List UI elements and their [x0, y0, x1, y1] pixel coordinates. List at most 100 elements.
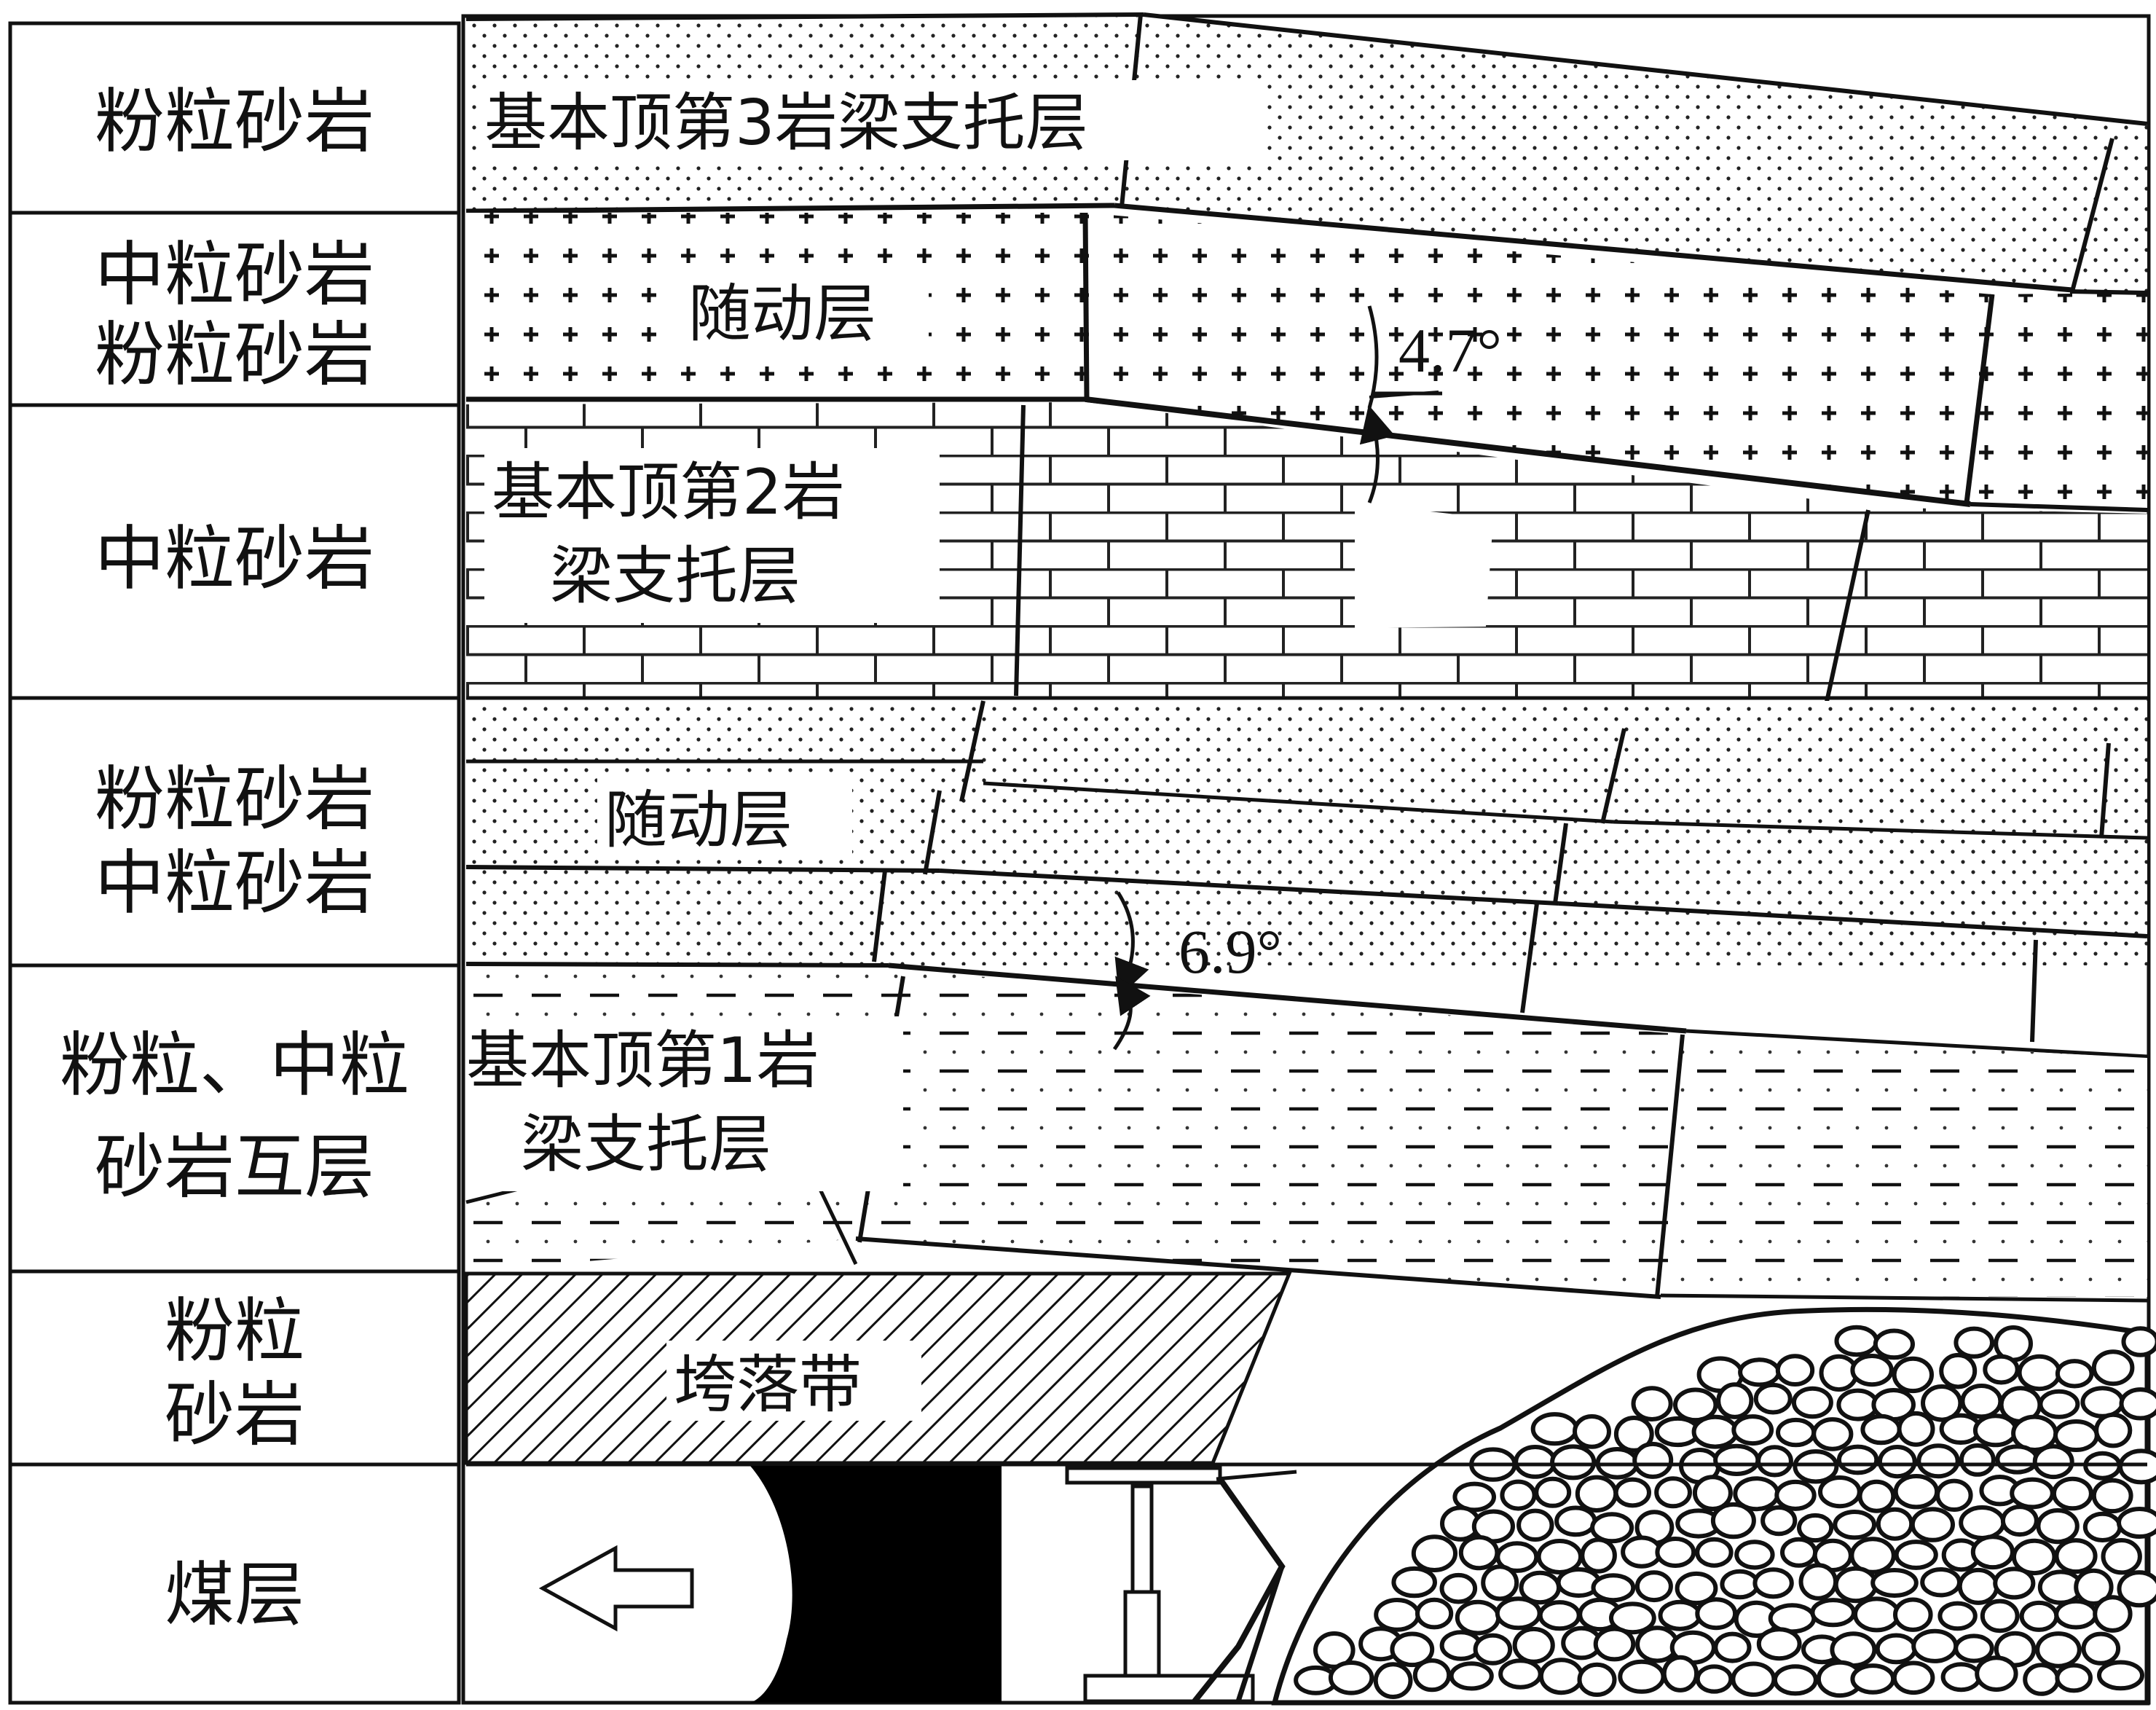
rubble-stone: [1720, 1569, 1760, 1600]
rubble-stone: [1573, 1414, 1611, 1449]
rubble-stone: [1631, 1386, 1673, 1421]
rubble-stone: [2117, 1570, 2156, 1608]
legend-row-4-line-2: 中粒砂岩: [95, 842, 374, 924]
rubble-stone: [1797, 1513, 1834, 1543]
rubble-stone: [2032, 1444, 2074, 1480]
rubble-stone: [1613, 1416, 1654, 1453]
legend-row-4-line-1: 粉粒砂岩: [95, 758, 374, 840]
label-main-roof-2-line-2: 梁支托层: [550, 540, 800, 613]
legend-row-1-line-1: 粉粒砂岩: [95, 81, 374, 162]
support-leg-lower: [1123, 1590, 1161, 1678]
rubble-stone: [1580, 1537, 1617, 1574]
rubble-stone: [1390, 1631, 1435, 1668]
rubble-stone: [1980, 1599, 2020, 1633]
angle-label-upper: 4.7°: [1398, 315, 1502, 385]
rubble-stone: [2080, 1386, 2125, 1419]
rubble-stone: [2038, 1389, 2080, 1419]
rubble-stone: [1609, 1601, 1656, 1635]
rubble-stone: [1455, 1599, 1501, 1636]
rubble-stone: [1391, 1566, 1437, 1599]
rubble-stone: [2097, 1660, 2144, 1691]
strata-section: 4.7° 6.9° 基本顶第3岩梁支托层 随动层 基本顶第2岩 梁支托层 随动层…: [461, 12, 2156, 1706]
rubble-stone: [1550, 1444, 1597, 1480]
rubble-stone: [1833, 1510, 1877, 1540]
rubble-stone: [2118, 1448, 2156, 1485]
rubble-stone: [1495, 1541, 1539, 1573]
rubble-stone: [1756, 1627, 1802, 1661]
rubble-stone: [1661, 1655, 1699, 1693]
rubble-stone: [1894, 1540, 1938, 1570]
rubble-stone: [1893, 1474, 1940, 1510]
rubble-stone: [1972, 1413, 2018, 1448]
rubble-stone: [1500, 1479, 1537, 1511]
rubble-stone: [1810, 1598, 1856, 1628]
rubble-stone: [1833, 1566, 1878, 1604]
rubble-stone: [1328, 1660, 1374, 1695]
rubble-stone: [2051, 1476, 2093, 1511]
rubble-stone: [1590, 1512, 1634, 1544]
rubble-stone: [2093, 1595, 2133, 1633]
rubble-stone: [2117, 1507, 2156, 1539]
rubble-stone: [1593, 1626, 1636, 1662]
rubble-stone: [1892, 1660, 1935, 1695]
rubble-stone: [1921, 1384, 1963, 1422]
support-leg-upper: [1130, 1484, 1154, 1598]
rubble-stone: [1374, 1598, 1420, 1632]
rubble-stone: [1836, 1444, 1879, 1475]
rubble-stone: [1850, 1663, 1896, 1695]
rubble-stone: [1993, 1566, 2036, 1600]
rubble-stone: [1731, 1661, 1777, 1697]
rubble-stone: [1512, 1626, 1555, 1664]
rubble-stone: [1811, 1417, 1854, 1451]
rubble-stone: [1959, 1505, 2006, 1540]
rubble-stone: [1853, 1596, 1901, 1633]
rubble-stone: [1534, 1476, 1572, 1508]
legend-row-5-line-2: 砂岩互层: [95, 1126, 374, 1208]
rubble-stone: [1772, 1664, 1818, 1696]
rubble-stone: [2055, 1663, 2093, 1693]
legend-row-6-line-2: 砂岩: [165, 1374, 304, 1456]
rubble-stone: [1760, 1505, 1798, 1537]
rubble-stone: [1439, 1572, 1478, 1604]
rubble-stone: [1734, 1540, 1775, 1570]
rubble-stone: [2000, 1505, 2039, 1537]
coal-face-block: [750, 1466, 1002, 1703]
rubble-stone: [1498, 1658, 1543, 1690]
rubble-stone: [1577, 1662, 1617, 1697]
rubble-stone: [1892, 1356, 1935, 1394]
rubble-stone: [1939, 1352, 1978, 1389]
label-main-roof-1-line-2: 梁支托层: [521, 1108, 771, 1181]
rubble-stone: [1458, 1534, 1500, 1571]
rubble-stone: [1516, 1508, 1554, 1542]
rubble-stone: [2082, 1511, 2122, 1542]
rubble-stone: [1875, 1633, 1918, 1665]
rubble-stone: [1818, 1475, 1862, 1509]
rubble-stone: [2091, 1349, 2135, 1387]
rubble-stone: [2121, 1326, 2156, 1357]
legend-column: 粉粒砂岩 中粒砂岩 粉粒砂岩 中粒砂岩 粉粒砂岩 中粒砂岩 粉粒、中粒 砂岩互层…: [8, 21, 461, 1705]
layer-labels: 基本顶第3岩梁支托层 随动层 基本顶第2岩 梁支托层 随动层 基本顶第1岩 梁支…: [466, 80, 1264, 1421]
rubble-stone: [1654, 1476, 1693, 1509]
rubble-stone: [1937, 1601, 1978, 1631]
rubble-stone: [1870, 1568, 1919, 1598]
rubble-stone: [1538, 1600, 1581, 1631]
legend-row-5-line-1: 粉粒、中粒: [60, 1024, 409, 1106]
rubble-stone: [1877, 1445, 1917, 1479]
rubble-stone: [1618, 1659, 1666, 1694]
rubble-stone: [1798, 1563, 1838, 1601]
legend-row-7-line-1: 煤层: [165, 1554, 304, 1636]
rubble-stone: [1911, 1628, 1959, 1663]
label-main-roof-3: 基本顶第3岩梁支托层: [484, 87, 1088, 160]
rubble-stone: [1373, 1662, 1413, 1700]
rubble-stone: [1876, 1507, 1914, 1541]
rubble-stone: [2081, 1631, 2121, 1666]
layer-follow-lower: [465, 700, 2148, 1059]
angle-marker-lower: 6.9°: [1112, 891, 1282, 1051]
rubble-stone: [1920, 1567, 1962, 1598]
rubble-stone: [1753, 1382, 1793, 1415]
rubble-stone: [2094, 1412, 2133, 1448]
rubble-stone: [1695, 1664, 1734, 1694]
rubble-stone: [1449, 1661, 1494, 1691]
coal-seam: [466, 1462, 2147, 1703]
rubble-stone: [1916, 1443, 1960, 1479]
